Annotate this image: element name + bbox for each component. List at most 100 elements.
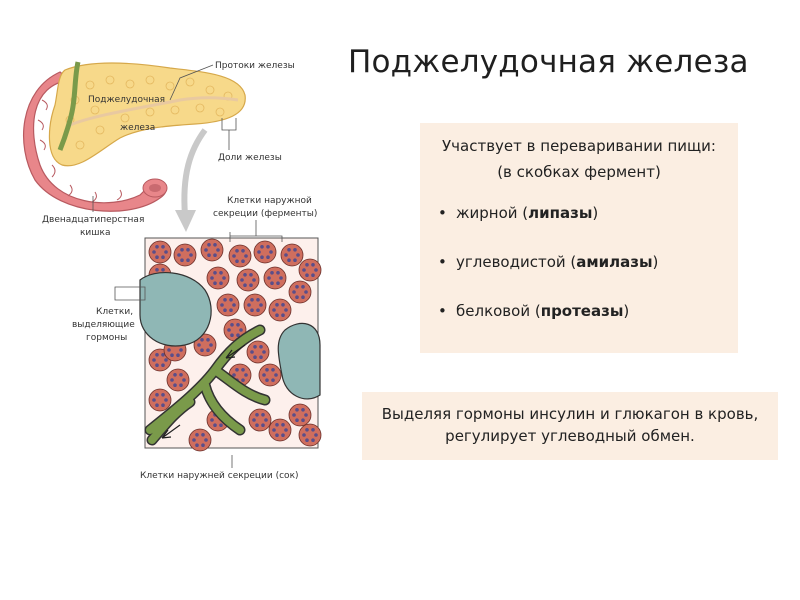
acinus-nucleus bbox=[262, 350, 266, 354]
acinus-nucleus bbox=[227, 328, 231, 332]
acinus-cell bbox=[288, 403, 312, 427]
acinus-nucleus bbox=[249, 283, 253, 287]
acinus-nucleus bbox=[195, 433, 199, 437]
acinus-nucleus bbox=[243, 283, 247, 287]
acinus-nucleus bbox=[179, 373, 183, 377]
acinus-nucleus bbox=[161, 255, 165, 259]
label-hormone-cells-2: выделяющие bbox=[72, 320, 135, 330]
acinus-nucleus bbox=[244, 373, 248, 377]
acinus-cell bbox=[263, 266, 287, 290]
acinus-nucleus bbox=[272, 428, 276, 432]
acinus-nucleus bbox=[213, 271, 217, 275]
hormone-line2: регулирует углеводный обмен. bbox=[445, 427, 695, 445]
acinus-nucleus bbox=[219, 423, 223, 427]
acinus-nucleus bbox=[161, 268, 165, 272]
pancreas-body bbox=[48, 62, 246, 167]
acinus-nucleus bbox=[304, 413, 308, 417]
acinus-nucleus bbox=[164, 250, 168, 254]
acinus-nucleus bbox=[314, 433, 318, 437]
acinus-nucleus bbox=[264, 418, 268, 422]
acinus-nucleus bbox=[155, 245, 159, 249]
acinus-nucleus bbox=[301, 295, 305, 299]
acinus-nucleus bbox=[250, 308, 254, 312]
acinus-nucleus bbox=[189, 253, 193, 257]
acinus-nucleus bbox=[253, 345, 257, 349]
acinus-nucleus bbox=[155, 363, 159, 367]
acinus-nucleus bbox=[292, 413, 296, 417]
slide-title: Поджелудочная железа bbox=[348, 44, 749, 80]
acinus-nucleus bbox=[301, 418, 305, 422]
acinus-nucleus bbox=[265, 368, 269, 372]
acinus-cell bbox=[216, 293, 240, 317]
enzyme-item-protein: •белковой (протеазы) bbox=[432, 301, 726, 321]
acinus-nucleus bbox=[177, 253, 181, 257]
acinus-cell bbox=[228, 244, 252, 268]
acinus-nucleus bbox=[176, 353, 180, 357]
acinus-nucleus bbox=[155, 268, 159, 272]
acinus-nucleus bbox=[167, 348, 171, 352]
acinus-nucleus bbox=[180, 258, 184, 262]
duct-flow-arrow-2 bbox=[225, 344, 246, 359]
acinus-nucleus bbox=[182, 378, 186, 382]
acinus-nucleus bbox=[304, 290, 308, 294]
acinus-nucleus bbox=[279, 276, 283, 280]
label-exocrine-enzymes-1: Клетки наружной bbox=[227, 196, 312, 206]
acinus-nucleus bbox=[252, 278, 256, 282]
acinus-nucleus bbox=[232, 254, 236, 258]
acinus-nucleus bbox=[223, 308, 227, 312]
acinus-nucleus bbox=[230, 323, 234, 327]
acinus-nucleus bbox=[210, 418, 214, 422]
acinus-nucleus bbox=[235, 368, 239, 372]
acinus-nucleus bbox=[271, 378, 275, 382]
acinus-nucleus bbox=[259, 345, 263, 349]
acinus-nucleus bbox=[262, 373, 266, 377]
enzyme-name-protease: протеазы bbox=[540, 302, 624, 320]
acinus-nucleus bbox=[256, 298, 260, 302]
acinus-cell bbox=[298, 423, 322, 447]
acinus-nucleus bbox=[276, 271, 280, 275]
acinus-nucleus bbox=[275, 303, 279, 307]
acinus-nucleus bbox=[247, 303, 251, 307]
duct-flow-arrow bbox=[161, 424, 181, 439]
acinus-nucleus bbox=[179, 383, 183, 387]
acinus-nucleus bbox=[164, 358, 168, 362]
acinus-nucleus bbox=[287, 248, 291, 252]
acinus-nucleus bbox=[216, 248, 220, 252]
acinus-nucleus bbox=[250, 298, 254, 302]
acinus-cell bbox=[148, 388, 172, 412]
acinus-nucleus bbox=[284, 253, 288, 257]
acinus-nucleus bbox=[155, 353, 159, 357]
acinus-cell bbox=[166, 368, 190, 392]
acinus-cell bbox=[246, 340, 270, 364]
label-pancreas-1: Поджелудочная bbox=[88, 95, 165, 105]
acinus-nucleus bbox=[220, 303, 224, 307]
acinus-nucleus bbox=[207, 243, 211, 247]
acinus-nucleus bbox=[170, 378, 174, 382]
label-exocrine-enzymes-2: секреции (ферменты) bbox=[213, 209, 317, 219]
enzyme-item-text: жирной ( bbox=[456, 204, 529, 222]
acinus-nucleus bbox=[180, 248, 184, 252]
acinus-nucleus bbox=[301, 408, 305, 412]
acinus-nucleus bbox=[295, 408, 299, 412]
acinus-nucleus bbox=[295, 285, 299, 289]
acinus-nucleus bbox=[213, 253, 217, 257]
acinus-cell bbox=[243, 293, 267, 317]
enzyme-item-close: ) bbox=[592, 204, 599, 222]
acinus-nucleus bbox=[266, 255, 270, 259]
bullet-dot: • bbox=[438, 253, 447, 271]
acinus-nucleus bbox=[173, 373, 177, 377]
acinus-nucleus bbox=[195, 443, 199, 447]
acinus-nucleus bbox=[155, 255, 159, 259]
acinus-nucleus bbox=[223, 298, 227, 302]
acinus-nucleus bbox=[250, 350, 254, 354]
acinus-nucleus bbox=[301, 285, 305, 289]
acinus-nucleus bbox=[281, 313, 285, 317]
acinus-cell bbox=[253, 240, 277, 264]
acinus-nucleus bbox=[302, 433, 306, 437]
acinus-nucleus bbox=[305, 263, 309, 267]
acinus-nucleus bbox=[295, 418, 299, 422]
acinus-nucleus bbox=[275, 423, 279, 427]
acinus-nucleus bbox=[161, 245, 165, 249]
acinus-nucleus bbox=[305, 438, 309, 442]
acinus-nucleus bbox=[161, 403, 165, 407]
